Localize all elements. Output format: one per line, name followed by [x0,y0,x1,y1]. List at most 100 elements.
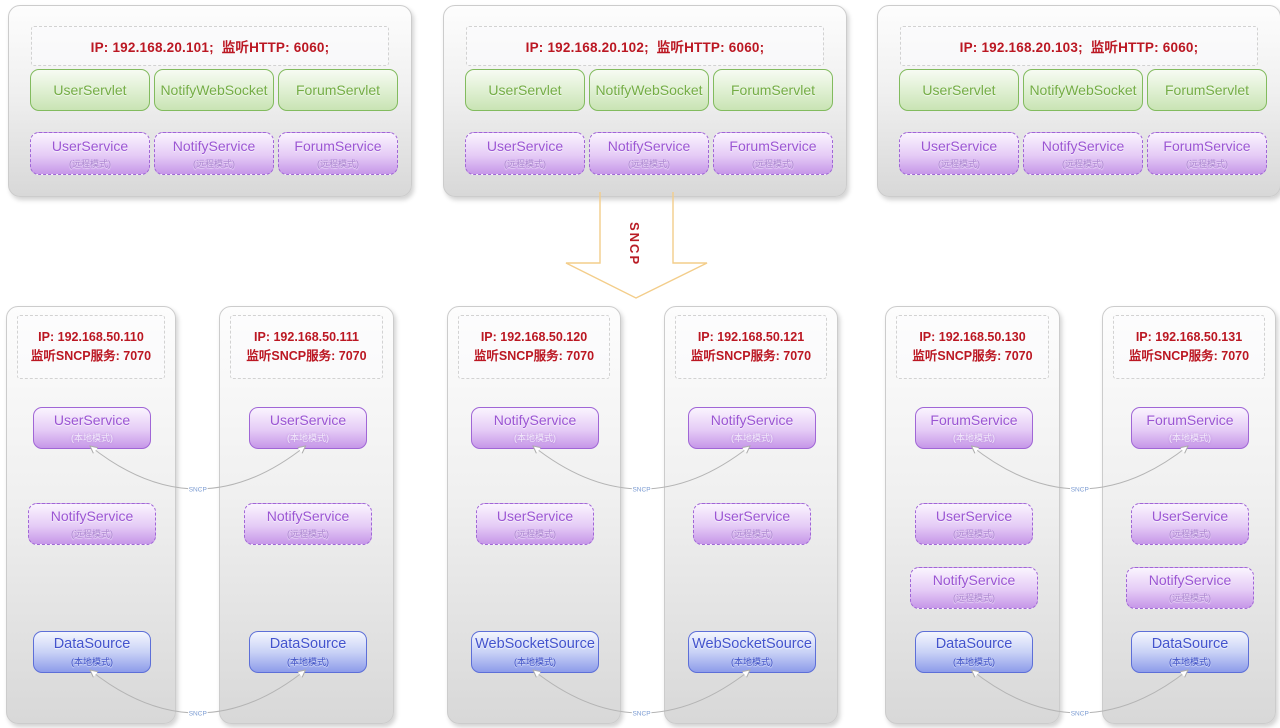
service-mode: (本地模式) [953,657,995,667]
servlet-name: UserServlet [922,82,996,98]
source-box: DataSource(本地模式) [1131,631,1249,673]
servlet-name: NotifyWebSocket [160,82,268,98]
service-mode: (远程模式) [69,158,111,169]
service-name: NotifyService [266,508,350,524]
service-mode: (远程模式) [514,529,556,539]
node-ip-text: IP: 192.168.50.120 [480,329,588,344]
service-name: UserService [53,412,131,428]
servlet-box: ForumServlet [1147,69,1267,111]
remote-service-box: NotifyService (远程模式) [1023,132,1143,175]
service-name: DataSource [53,636,131,652]
local-service-box: NotifyService (本地模式) [688,407,816,449]
service-name: DataSource [269,636,347,652]
node-ip-text: IP: 192.168.50.131 [1135,329,1243,344]
source-box: DataSource (本地模式) [249,631,367,673]
service-mode: (远程模式) [953,593,995,603]
service-mode: (远程模式) [628,158,670,169]
service-name: NotifyService [607,137,691,154]
servlet-name: UserServlet [53,82,127,98]
local-service-box: ForumService (本地模式) [1131,407,1249,449]
service-name: WebSocketSource [475,636,595,652]
service-mode: (远程模式) [1186,158,1228,169]
service-mode: (远程模式) [1062,158,1104,169]
servlet-name: ForumServlet [295,82,381,98]
service-mode: (本地模式) [287,657,329,667]
servlet-name: ForumServlet [730,82,816,98]
service-name: DataSource [935,636,1013,652]
service-name: ForumService [1163,137,1251,154]
connector-label: SNCP [1071,711,1089,718]
service-name: NotifyService [1148,572,1232,588]
service-name: NotifyService [710,412,794,428]
service-name: NotifyService [172,137,256,154]
remote-service-box: ForumService(远程模式) [713,132,833,175]
service-name: WebSocketSource [692,636,812,652]
local-service-box: UserService(本地模式) [33,407,151,449]
service-mode: (远程模式) [504,158,546,169]
remote-service-box: UserService(远程模式) [899,132,1019,175]
source-box: DataSource (本地模式) [915,631,1033,673]
service-mode: (本地模式) [731,433,773,443]
source-box: WebSocketSource(本地模式) [471,631,599,673]
sncp-arrow-label: SNCP [627,222,642,266]
local-service-box: ForumService (本地模式) [915,407,1033,449]
service-mode: (远程模式) [287,529,329,539]
node-listen-text: 监听SNCP服务: 7070 [1128,349,1250,363]
source-box: DataSource (本地模式) [33,631,151,673]
service-name: ForumService [930,412,1018,428]
servlet-name: UserServlet [488,82,562,98]
service-name: ForumService [729,137,817,154]
remote-service-box: UserService (远程模式) [476,503,594,545]
servlet-box: UserServlet [465,69,585,111]
server-ip-header: IP: 192.168.20.102; 监听HTTP: 6060; [466,26,824,66]
service-mode: (本地模式) [1169,433,1211,443]
remote-service-box: ForumService (远程模式) [1147,132,1267,175]
node-listen-text: 监听SNCP服务: 7070 [912,349,1033,363]
local-service-box: UserService(本地模式) [249,407,367,449]
service-mode: (远程模式) [938,158,980,169]
remote-service-box: NotifyService (远程模式) [244,503,372,545]
local-service-box: NotifyService (本地模式) [471,407,599,449]
remote-service-box: UserService (远程模式) [693,503,811,545]
service-name: NotifyService [493,412,577,428]
service-name: ForumService [1146,412,1234,428]
service-mode: (远程模式) [731,529,773,539]
service-mode: (本地模式) [953,433,995,443]
server-ip-header: IP: 192.168.20.101; 监听HTTP: 6060; [31,26,389,66]
service-name: NotifyService [932,572,1016,588]
http-server-panel: IP: 192.168.20.103; 监听HTTP: 6060; UserSer… [877,5,1280,197]
sncp-flow-arrow: SNCP [565,192,708,299]
connector-label: SNCP [189,711,207,718]
node-listen-text: 监听SNCP服务: 7070 [30,349,152,363]
service-mode: (本地模式) [71,657,113,667]
service-name: UserService [496,508,574,524]
node-ip-header: IP: 192.168.50.131 监听SNCP服务: 7070 [1113,315,1265,379]
node-listen-text: 监听SNCP服务: 7070 [690,349,812,363]
remote-service-box: UserService(远程模式) [30,132,150,175]
remote-service-box: NotifyService (远程模式) [910,567,1038,609]
connector-label: SNCP [632,487,650,494]
servlet-box: UserServlet [30,69,150,111]
servlet-box: UserServlet [899,69,1019,111]
service-mode: (远程模式) [953,529,995,539]
servlet-box: ForumServlet [713,69,833,111]
node-listen-text: 监听SNCP服务: 7070 [246,349,367,363]
service-name: UserService [713,508,791,524]
server-ip-text: IP: 192.168.20.103; 监听HTTP: 6060; [959,40,1199,55]
service-name: NotifyService [1041,137,1125,154]
remote-service-box: NotifyService(远程模式) [1126,567,1254,609]
servlet-name: ForumServlet [1164,82,1250,98]
node-ip-text: IP: 192.168.50.130 [919,329,1026,344]
server-ip-header: IP: 192.168.20.103; 监听HTTP: 6060; [900,26,1258,66]
service-mode: (本地模式) [514,433,556,443]
